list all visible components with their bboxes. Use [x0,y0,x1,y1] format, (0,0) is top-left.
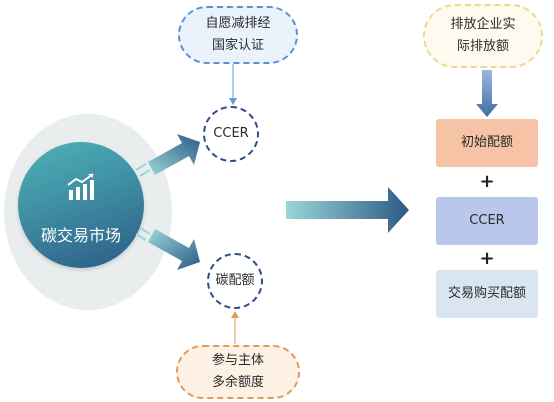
voluntary-certification-pill: 自愿减排经 国家认证 [178,6,298,64]
voluntary-line-1: 自愿减排经 [205,16,271,31]
carbon-quota-label: 碳配额 [215,273,255,288]
actual-emission-pill: 排放企业实 际排放额 [423,4,543,68]
ccer-circle-label: CCER [213,126,249,141]
emission-line-2: 际排放额 [456,39,509,54]
participant-line-2: 多余额度 [211,375,264,390]
carbon-market-node: 碳交易市场 [18,142,144,268]
market-to-ccer-arrow [135,134,200,177]
traded-quota-label: 交易购买配额 [447,286,526,301]
plus-sign-2: + [479,248,495,269]
initial-quota-label: 初始配额 [460,135,513,150]
initial-quota-box: 初始配额 [436,119,538,167]
emission-to-initial-arrow [476,70,498,117]
carbon-quota-circle: 碳配额 [207,253,263,309]
ccer-box-label: CCER [469,213,505,228]
voluntary-line-2: 国家认证 [211,38,264,53]
market-label: 碳交易市场 [40,226,121,245]
emission-line-1: 排放企业实 [450,17,516,32]
participant-surplus-pill: 参与主体 多余额度 [176,345,300,399]
ccer-box: CCER [436,197,538,245]
bar-chart-rising-icon [67,173,94,200]
participant-to-quota-connector [231,311,239,344]
voluntary-to-ccer-connector [229,64,237,105]
participant-line-1: 参与主体 [211,353,264,368]
ccer-circle: CCER [203,106,259,162]
market-to-quota-arrow [135,227,200,270]
center-right-arrow [286,187,409,233]
plus-sign-1: + [479,171,495,192]
traded-quota-box: 交易购买配额 [436,270,538,318]
